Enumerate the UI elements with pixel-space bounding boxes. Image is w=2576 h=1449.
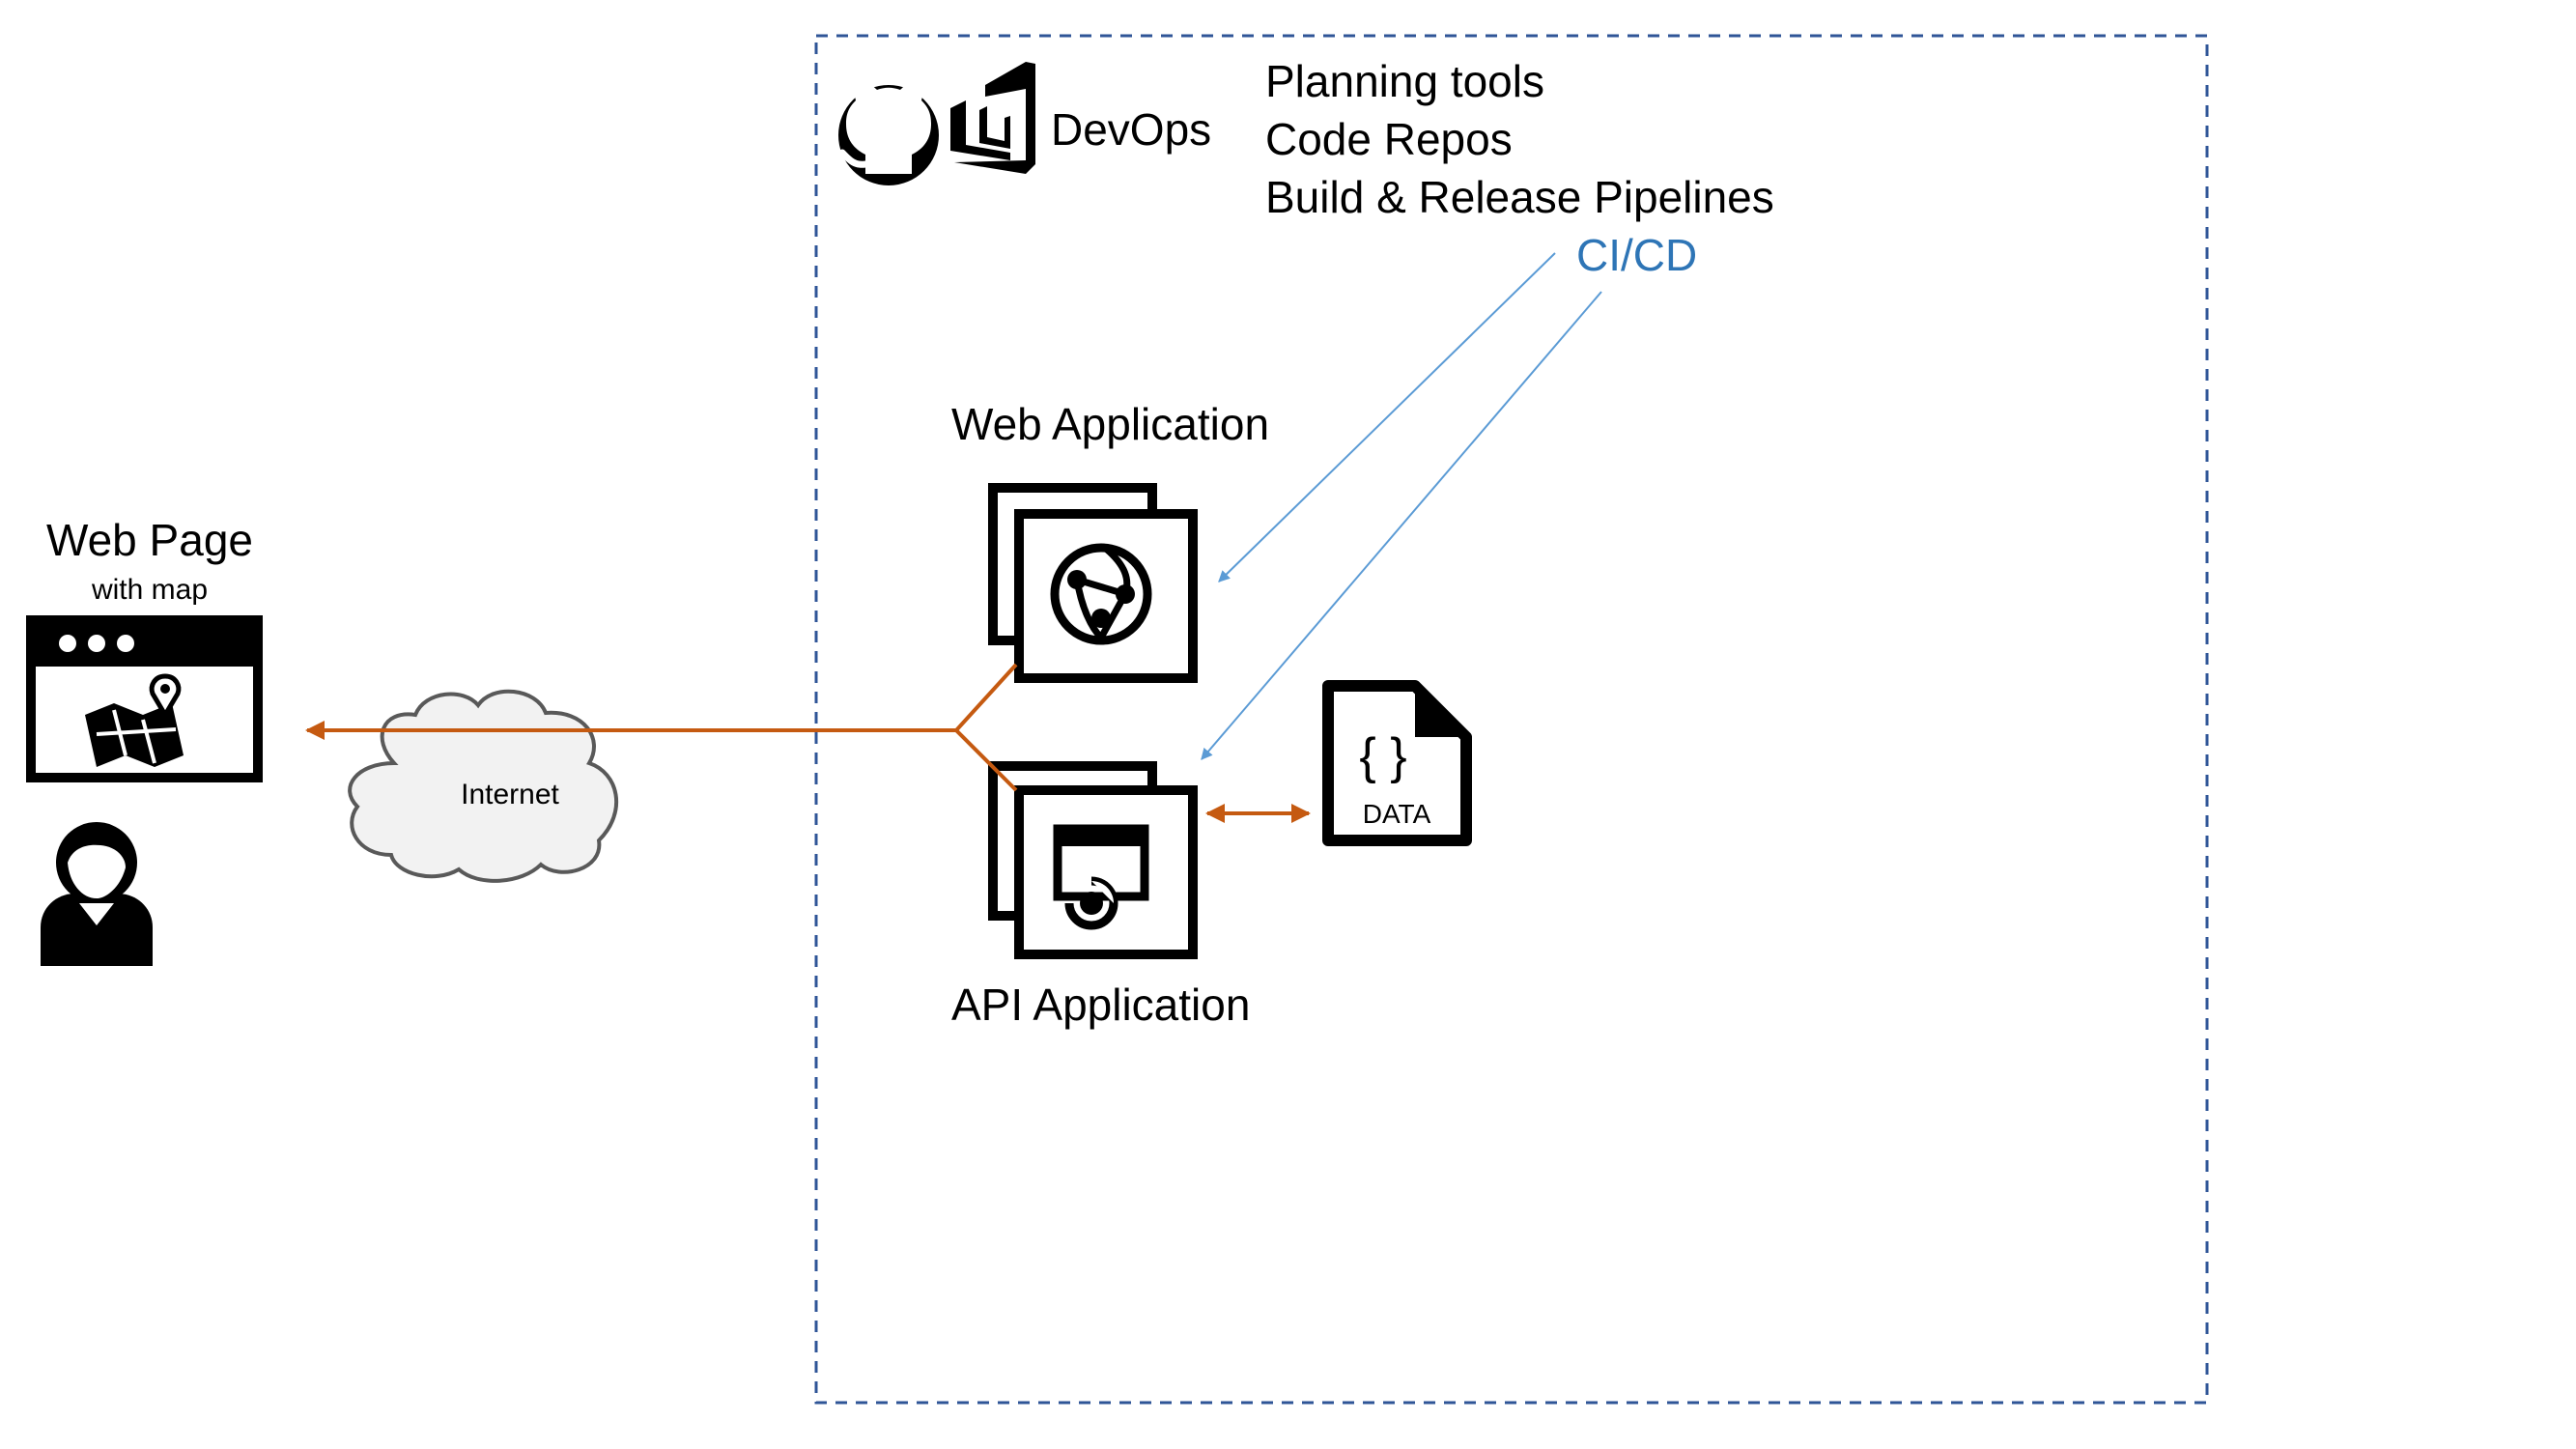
internet-label: Internet — [461, 779, 559, 810]
api-app-icon — [1053, 824, 1149, 930]
devops-feature-pipelines: Build & Release Pipelines — [1265, 172, 1774, 222]
devops-feature-repos: Code Repos — [1265, 114, 1513, 164]
data-glyph: { } — [1359, 728, 1406, 784]
data-store: { } DATA — [1322, 680, 1472, 846]
devops-feature-planning: Planning tools — [1265, 56, 1544, 106]
cloud-icon — [348, 689, 618, 883]
web-page-subtitle: with map — [91, 574, 208, 606]
map-icon — [85, 673, 184, 767]
azure-devops-icon — [950, 62, 1035, 174]
web-app-label: Web Application — [951, 399, 1269, 449]
web-app-node — [988, 483, 1198, 683]
cicd-arrow-api — [1201, 291, 1602, 760]
cicd-label: CI/CD — [1576, 230, 1697, 280]
browser-map-icon — [26, 615, 263, 782]
web-page-title: Web Page — [46, 515, 253, 565]
globe-network-icon — [1050, 543, 1152, 645]
cicd-arrow-web — [1218, 252, 1556, 582]
user-icon — [41, 822, 153, 966]
data-label: DATA — [1363, 799, 1431, 829]
github-icon — [838, 81, 939, 185]
devops-label: DevOps — [1051, 104, 1211, 155]
devops-boundary — [814, 34, 2209, 1405]
api-app-node — [988, 761, 1198, 959]
api-app-label: API Application — [951, 980, 1250, 1030]
